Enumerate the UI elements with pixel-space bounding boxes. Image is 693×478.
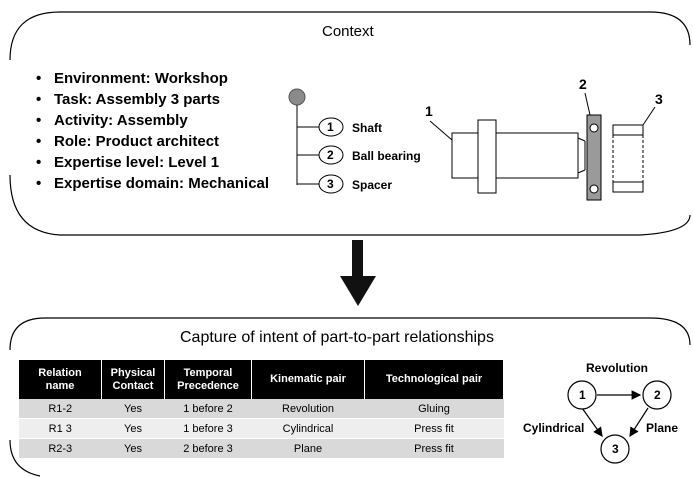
graph-node-1-shape <box>567 380 597 410</box>
edge-label-cylindrical: Cylindrical <box>523 421 585 435</box>
col-header: Physical Contact <box>101 360 165 399</box>
relationship-table: Relation name Physical Contact Temporal … <box>19 360 504 459</box>
graph-node-3-shape <box>600 434 630 464</box>
table-row: R1-2 Yes 1 before 2 Revolution Gluing <box>19 399 504 419</box>
table-row: R1 3 Yes 1 before 3 Cylindrical Press fi… <box>19 418 504 439</box>
relationship-graph <box>567 380 672 464</box>
table-cell: Yes <box>101 418 165 439</box>
table-cell: Revolution <box>251 399 365 419</box>
spacer-shape <box>612 124 644 136</box>
graph-node-2: 2 <box>654 388 661 402</box>
part-label-shaft: Shaft <box>352 121 382 135</box>
graph-node-2-shape <box>642 380 672 410</box>
tree-node-number: 3 <box>327 177 334 191</box>
table-cell: Cylindrical <box>251 418 365 439</box>
table-cell: Yes <box>101 438 165 459</box>
drawing-callout: 1 <box>425 103 433 119</box>
context-bullet-list: •Environment: Workshop •Task: Assembly 3… <box>36 68 269 194</box>
table-cell: Press fit <box>364 438 504 459</box>
col-header: Temporal Precedence <box>164 360 252 399</box>
table-cell: 1 before 3 <box>164 418 252 439</box>
table-cell: Gluing <box>364 399 504 419</box>
bearing-shape <box>586 114 602 201</box>
graph-node-3: 3 <box>612 442 619 456</box>
tree-root-ball <box>288 88 306 106</box>
table-row: R2-3 Yes 2 before 3 Plane Press fit <box>19 438 504 459</box>
shaft-shape <box>451 132 579 179</box>
bullet-item: •Environment: Workshop <box>36 70 228 87</box>
table-cell: R1 3 <box>19 418 102 439</box>
capture-title: Capture of intent of part-to-part relati… <box>180 329 494 346</box>
bullet-item: •Expertise domain: Mechanical <box>36 175 270 192</box>
table-cell: Yes <box>101 399 165 419</box>
col-header: Kinematic pair <box>251 360 365 399</box>
col-header: Technological pair <box>364 360 504 399</box>
down-arrow <box>340 240 376 306</box>
table-cell: Press fit <box>364 418 504 439</box>
table-cell: R2-3 <box>19 438 102 459</box>
context-title: Context <box>322 23 374 40</box>
parts-tree <box>288 88 344 194</box>
table-cell: Plane <box>251 438 365 459</box>
bullet-item: •Role: Product architect <box>36 133 220 150</box>
part-label-bearing: Ball bearing <box>352 149 421 163</box>
tree-node-number: 2 <box>327 148 334 162</box>
drawing-callout: 2 <box>579 76 587 92</box>
tree-node-number: 1 <box>327 120 334 134</box>
table-cell: 2 before 3 <box>164 438 252 459</box>
capture-panel <box>9 317 691 477</box>
table-cell: 1 before 2 <box>164 399 252 419</box>
edge-label-revolution: Revolution <box>586 361 648 375</box>
graph-node-1: 1 <box>579 388 586 402</box>
bullet-item: •Task: Assembly 3 parts <box>36 91 220 108</box>
table-header-row: Relation name Physical Contact Temporal … <box>19 360 504 399</box>
context-panel <box>9 11 691 236</box>
table-cell: R1-2 <box>19 399 102 419</box>
part-label-spacer: Spacer <box>352 178 393 192</box>
drawing-callout: 3 <box>655 91 663 107</box>
assembly-drawing <box>429 92 656 201</box>
bullet-item: •Expertise level: Level 1 <box>36 154 220 171</box>
edge-label-plane: Plane <box>646 421 679 435</box>
col-header: Relation name <box>19 360 102 399</box>
bullet-item: •Activity: Assembly <box>36 112 188 129</box>
